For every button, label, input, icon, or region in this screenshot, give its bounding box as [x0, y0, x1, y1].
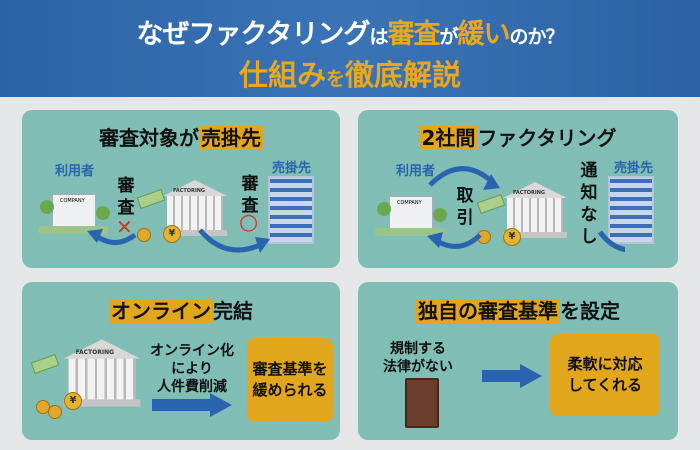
result-box: 柔軟に対応してくれる [550, 334, 660, 416]
result-box: 審査基準を緩められる [247, 338, 333, 422]
flow-arrows [427, 166, 625, 252]
client-label: 売掛先 [272, 161, 312, 176]
coins-icon [48, 405, 62, 419]
arrow-to-user [93, 232, 137, 245]
money-bag-icon: ¥ [64, 392, 82, 410]
company-building-icon: COMPANY [375, 190, 447, 236]
law-book-icon [405, 378, 439, 428]
arrow-head [427, 232, 443, 248]
no-notice-label: 通知なし [580, 161, 598, 247]
money-bag-icon: ¥ [503, 228, 521, 246]
page-title: なぜファクタリングは審査が緩いのか？ [136, 19, 565, 50]
user-label: 利用者 [55, 164, 95, 179]
client-label: 売掛先 [614, 161, 654, 176]
review-mark-left: 審査 [117, 176, 135, 218]
user-label: 利用者 [396, 164, 436, 179]
factoring-bank-icon: FACTORING [63, 339, 141, 407]
reason-text: オンライン化により人件費削減 [150, 343, 234, 395]
panel-title: 審査対象が売掛先 [99, 126, 263, 150]
office-building-icon [268, 176, 314, 244]
deal-label: 取引 [456, 186, 474, 228]
arrow-head [87, 229, 103, 243]
panel-title: オンライン完結 [109, 299, 253, 323]
arrow-head [483, 174, 500, 190]
cross-icon: ✕ [116, 215, 133, 239]
header-banner [0, 0, 700, 97]
arrow-to-client [597, 230, 625, 252]
page-subtitle: 仕組みを徹底解説 [238, 58, 462, 92]
panel-title: 2社間ファクタリング [419, 126, 617, 150]
coins-icon [137, 228, 151, 242]
arrow-head [255, 237, 270, 253]
arrow-to-client [198, 228, 261, 253]
review-mark-right: 審査 [241, 174, 259, 216]
money-bag-icon: ¥ [163, 225, 181, 243]
company-building-icon: COMPANY [38, 188, 110, 234]
reason-text: 規制する法律がない [383, 341, 453, 375]
flow-arrows [87, 228, 270, 253]
arrow-to-factoring [428, 166, 492, 187]
right-arrow-icon [482, 364, 542, 388]
panel-title: 独自の審査基準を設定 [416, 299, 620, 323]
office-building-icon [608, 176, 654, 244]
factoring-bank-icon: FACTORING [503, 182, 567, 238]
circle-icon: ○ [239, 210, 259, 235]
right-arrow-icon [152, 393, 232, 417]
